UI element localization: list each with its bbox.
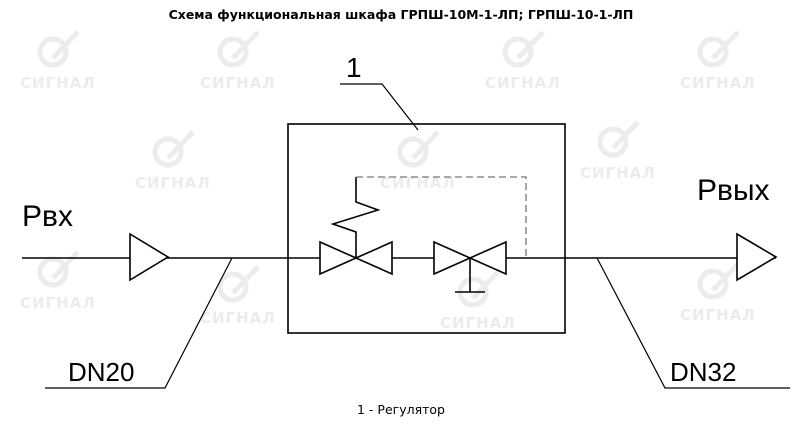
watermark-text: СИГНАЛ <box>485 74 561 92</box>
diagram-title: Схема функциональная шкафа ГРПШ-10М-1-ЛП… <box>168 7 634 22</box>
watermark-logo: СИГНАЛ <box>485 30 561 92</box>
leader-1 <box>340 83 419 131</box>
position-1-label: 1 <box>346 52 362 83</box>
leader-dn20 <box>45 257 233 389</box>
watermark-text: СИГНАЛ <box>20 74 96 92</box>
caption: 1 - Регулятор <box>357 402 445 417</box>
watermark-logo: СИГНАЛ <box>680 262 756 324</box>
watermark-logo: СИГНАЛ <box>380 130 456 192</box>
watermark-logo: СИГНАЛ <box>135 130 211 192</box>
inlet-pipe-label: DN20 <box>68 357 135 387</box>
leader-dn32 <box>596 257 790 389</box>
watermark-logo: СИГНАЛ <box>20 30 96 92</box>
impulse-line <box>356 176 527 258</box>
watermark-text: СИГНАЛ <box>135 174 211 192</box>
watermark-logo: СИГНАЛ <box>200 30 276 92</box>
watermark-text: СИГНАЛ <box>680 306 756 324</box>
watermark-text: СИГНАЛ <box>200 309 276 327</box>
watermark-text: СИГНАЛ <box>20 294 96 312</box>
watermark-text: СИГНАЛ <box>680 74 756 92</box>
inlet-pressure-label: Рвх <box>22 200 73 233</box>
regulator-box <box>287 123 566 334</box>
watermark-logo: СИГНАЛ <box>580 120 656 182</box>
outlet-pressure-label: Рвых <box>697 174 770 207</box>
outlet-arrow-icon <box>736 232 778 282</box>
shutoff-valve-icon <box>433 240 507 293</box>
watermark-text: СИГНАЛ <box>200 74 276 92</box>
watermark-text: СИГНАЛ <box>580 164 656 182</box>
watermark-text: СИГНАЛ <box>440 314 516 332</box>
outlet-pipe-label: DN32 <box>670 357 737 387</box>
watermark-logo: СИГНАЛ <box>680 30 756 92</box>
inlet-arrow-icon <box>129 232 170 282</box>
regulator-valve-icon <box>288 177 393 276</box>
watermark-logo: СИГНАЛ <box>20 250 96 312</box>
watermark-text: СИГНАЛ <box>380 174 456 192</box>
watermark-logo: СИГНАЛ <box>200 265 276 327</box>
